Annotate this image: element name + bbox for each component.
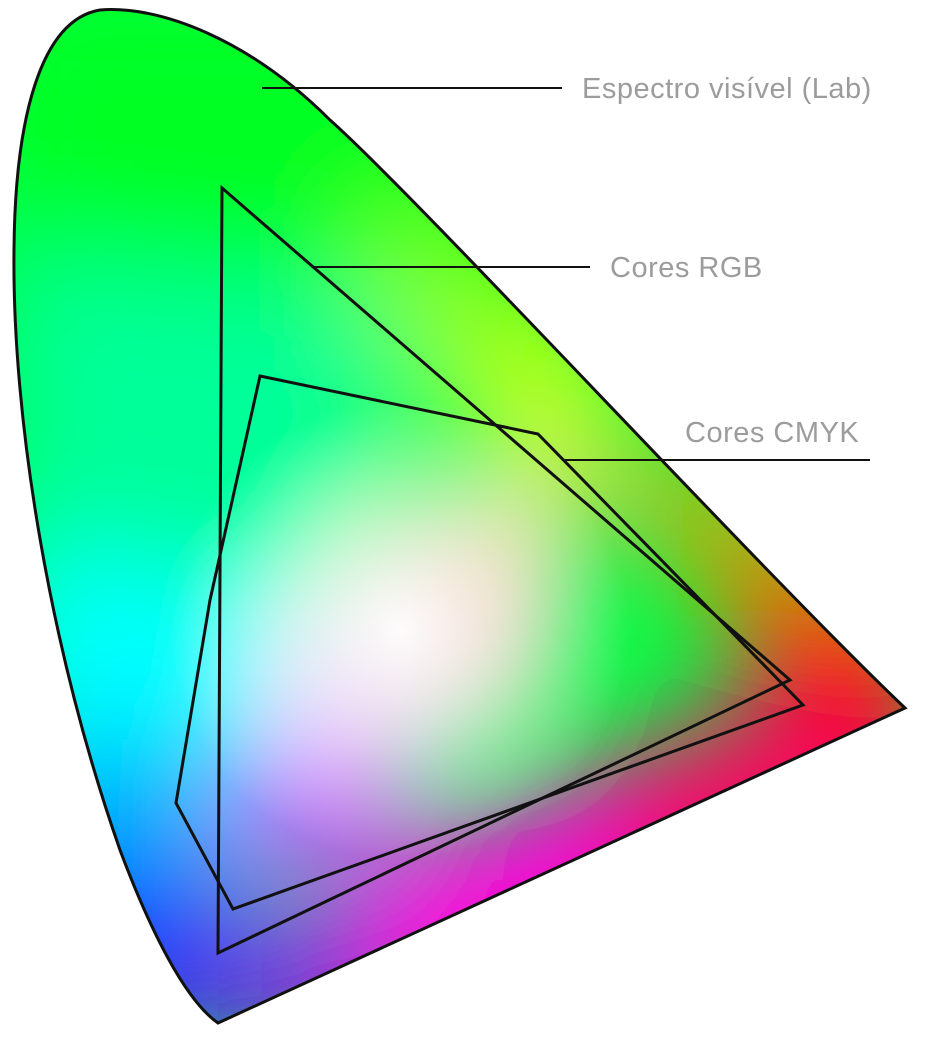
rgb-label: Cores RGB xyxy=(610,252,763,284)
cmyk-gamut-outline xyxy=(174,374,806,911)
visible-spectrum-outline xyxy=(12,8,908,1025)
cmyk-label: Cores CMYK xyxy=(685,417,859,449)
rgb-gamut-outline xyxy=(216,184,793,956)
visible-spectrum-label: Espectro visível (Lab) xyxy=(582,73,872,105)
